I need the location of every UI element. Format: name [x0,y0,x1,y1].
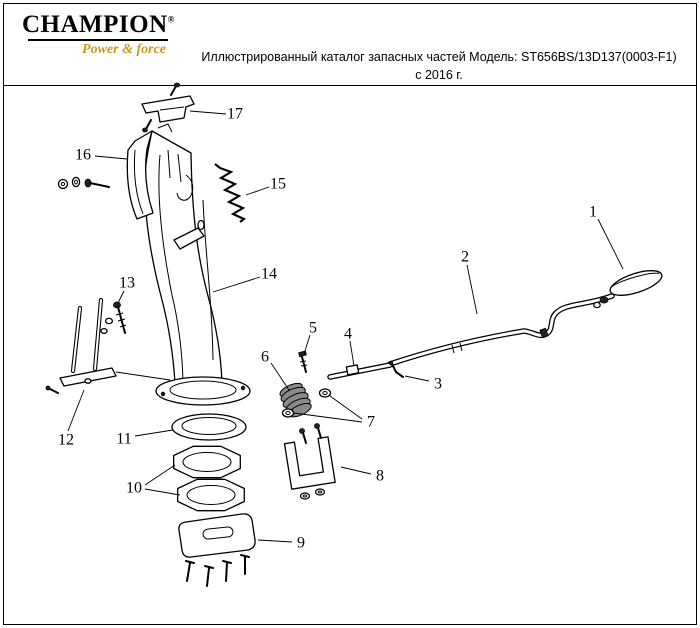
title-line-2: с 2016 г. [415,68,463,83]
part-9-plate [178,513,256,558]
callout-12: 12 [58,432,74,449]
leader-line-14 [212,276,261,293]
part-14-chute-column [144,123,223,384]
part-9-screws [185,554,250,587]
leader-line-6 [270,362,290,391]
leader-line-16 [94,155,128,160]
callout-16: 16 [75,147,91,164]
leader-line-10 [144,488,181,496]
leader-line-9 [257,539,293,543]
brand-wordmark: CHAMPION [22,11,168,38]
part-10-octagon-rings [173,445,245,512]
callout-6: 6 [261,349,269,366]
part-base-flange [155,376,251,406]
leader-line-3 [404,375,430,382]
brand-name: CHAMPION® [22,11,175,38]
callout-1: 1 [589,204,597,221]
leader-line-13 [117,290,125,304]
leader-line-4 [349,340,355,367]
part-16-fasteners [57,176,110,190]
callout-11: 11 [116,431,131,448]
part-13-bolt [100,301,127,335]
brand-tagline: Power & force [82,42,166,58]
callout-4: 4 [344,326,352,343]
leader-line-5 [303,334,311,355]
catalog-title: Иллюстрированный каталог запасных частей… [188,48,690,84]
callout-14: 14 [261,266,277,283]
callout-8: 8 [376,468,384,485]
brand-rule [28,39,168,42]
callout-15: 15 [270,176,286,193]
part-8-u-bracket [283,423,336,500]
brand-logo: CHAMPION® Power & force [22,11,175,58]
callout-7: 7 [367,414,375,431]
callout-17: 17 [227,106,243,123]
callout-9: 9 [297,535,305,552]
callout-10: 10 [126,480,142,497]
part-7-washers [281,388,332,418]
part-1-handle-grip [593,270,663,309]
leader-line-17 [189,110,227,115]
leader-line-1 [597,218,624,270]
part-12-stand [45,297,171,394]
part-4-rod-coupling [327,362,393,380]
part-17-top-bracket [141,82,195,133]
leader-line-11 [134,429,174,437]
header-divider [4,85,696,86]
leader-line-7 [329,395,363,420]
part-5-bolt [298,350,308,373]
leader-line-8 [340,466,372,475]
registered-mark: ® [167,14,175,25]
callout-3: 3 [434,376,442,393]
leader-line-7 [293,412,363,423]
leader-line-15 [245,186,270,196]
leader-line-2 [466,264,478,315]
callout-5: 5 [309,320,317,337]
callout-2: 2 [461,249,469,266]
part-3-cotter-pin [388,360,404,378]
leader-line-10 [144,464,176,486]
part-16-upper-bracket [126,130,154,220]
part-2-crank-rod [387,293,615,367]
callout-13: 13 [119,275,135,292]
part-11-ring [171,413,247,441]
part-lever-pin [173,219,205,250]
leader-line-12 [67,389,85,432]
part-15-spring [214,163,247,223]
title-line-1: Иллюстрированный каталог запасных частей… [201,50,677,64]
